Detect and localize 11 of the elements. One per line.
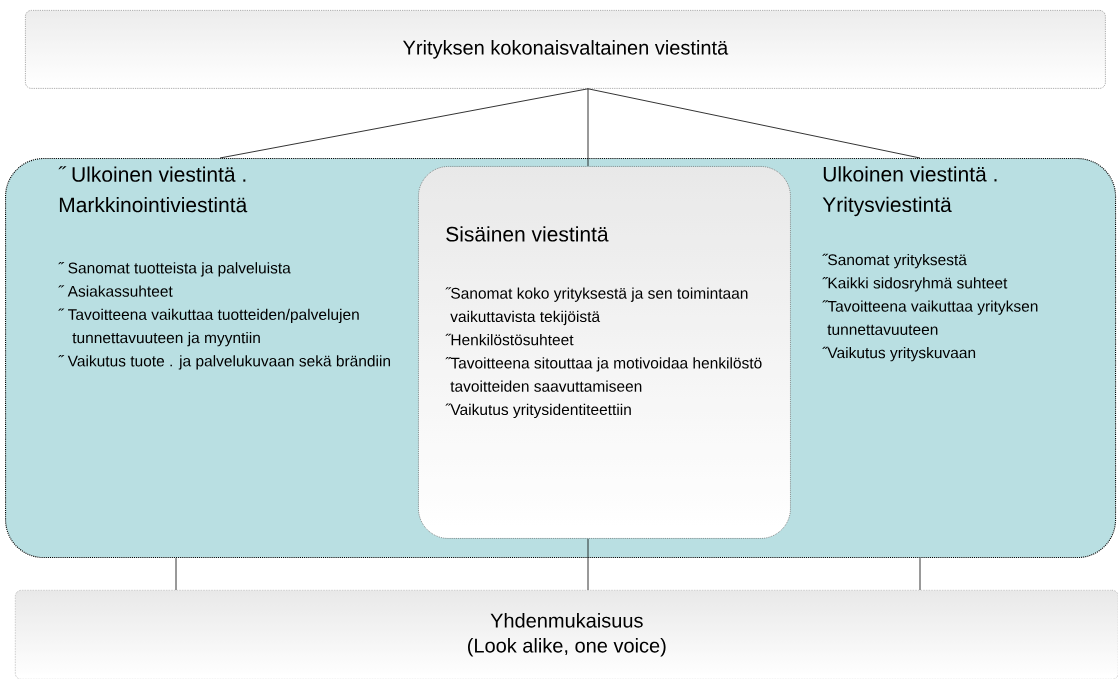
connector-line [919,557,921,591]
footer-box: Yhdenmukaisuus (Look alike, one voice) [15,590,1118,679]
connector-line [587,538,589,591]
header-box: Yrityksen kokonaisvaltainen viestintä [25,10,1106,89]
connector-line [587,88,589,167]
connector-line [175,557,177,591]
text-column: Ulkoinen viestintä . Yritysviestintä ˝Sanomat yrityksestä ˝Kaikki sidosryhmä suhteet ˝Tavoitteena vaikuttaa yrityksen tunnettavuuteen ˝Vaikutus yrityskuvaan [822,166,1038,362]
center-box: Sisäinen viestintä ˝Sanomat koko yrityksestä ja sen toimintaan vaikuttavista tekijöistä ˝Henkilöstösuhteet ˝Tavoitteena sitouttaa ja motivoidaa henkilöstö tavoitteiden saavuttamiseen ˝Vaikutus yritysidentiteettiin [418,166,791,539]
text-column: ˝ Ulkoinen viestintä . Markkinointiviestintä ˝ Sanomat tuotteista ja palveluista ˝ Asiakassuhteet ˝ Tavoitteena vaikuttaa tuotteiden/palvelujen tunnettavuuteen ja myyntiin ˝ Vaikutus tuote . ja palvelukuvaan sekä brändiin [58,166,390,370]
connector-line [219,88,589,159]
connector-line [587,88,921,159]
